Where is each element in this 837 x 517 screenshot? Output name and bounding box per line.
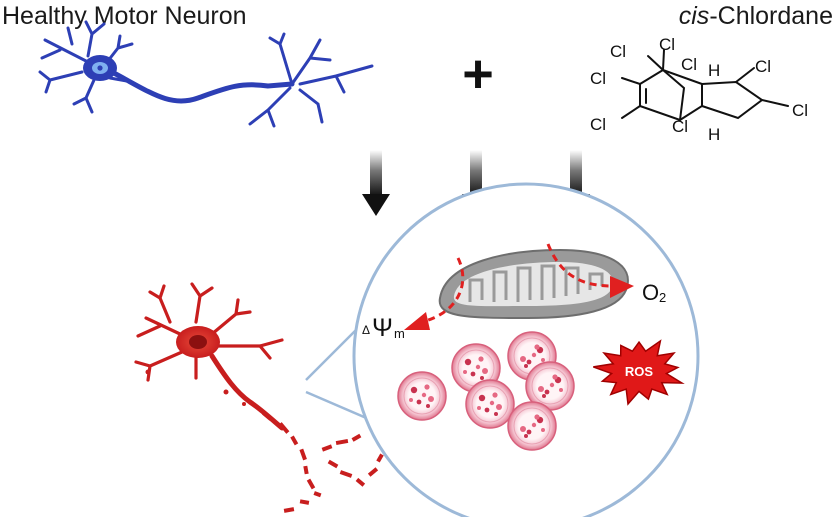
chlordane-title-suffix: -Chlordane xyxy=(709,2,833,30)
delta-symbol: Δ xyxy=(362,323,370,337)
damaged-neuron-nucleus xyxy=(189,335,207,349)
atom-h-2: H xyxy=(708,125,720,144)
ros-burst-icon: ROS xyxy=(593,339,685,406)
ros-label: ROS xyxy=(625,364,654,379)
healthy-neuron-nucleolus xyxy=(97,65,103,71)
vesicle-icon xyxy=(397,371,447,421)
mitochondrion-icon xyxy=(438,248,629,320)
psi-symbol: Ψ xyxy=(372,314,393,342)
healthy-neuron-title: Healthy Motor Neuron xyxy=(2,2,247,30)
down-arrow-icon xyxy=(362,150,390,216)
atom-h-1: H xyxy=(708,61,720,80)
atom-cl-5: Cl xyxy=(590,115,606,134)
atom-cl-6: Cl xyxy=(672,117,688,136)
damaged-neuron-icon xyxy=(134,282,285,431)
membrane-potential-arrow xyxy=(404,257,465,330)
oxygen-arrow xyxy=(546,243,634,298)
vesicle-icon xyxy=(507,401,557,451)
axon-fragments xyxy=(145,369,384,513)
chlordane-title: cis-Chlordane xyxy=(679,2,833,31)
atom-cl-8: Cl xyxy=(792,101,808,120)
atom-cl-4: Cl xyxy=(590,69,606,88)
atom-cl-1: Cl xyxy=(610,42,626,61)
psi-subscript: m xyxy=(394,326,405,341)
chlordane-title-prefix: cis xyxy=(678,2,710,30)
vesicle-icon xyxy=(465,379,515,429)
vesicle-cluster xyxy=(397,331,575,451)
atom-cl-3: Cl xyxy=(681,55,697,74)
chlordane-structure-icon xyxy=(621,49,789,122)
oxygen-label: O xyxy=(642,280,659,305)
chlordane-atom-labels: Cl Cl Cl Cl Cl Cl Cl Cl H H xyxy=(590,35,808,144)
oxygen-subscript: 2 xyxy=(659,290,666,305)
healthy-neuron-icon xyxy=(38,20,374,128)
plus-sign: + xyxy=(462,44,494,104)
zoom-line-top xyxy=(305,325,361,381)
atom-cl-2: Cl xyxy=(659,35,675,54)
atom-cl-7: Cl xyxy=(755,57,771,76)
